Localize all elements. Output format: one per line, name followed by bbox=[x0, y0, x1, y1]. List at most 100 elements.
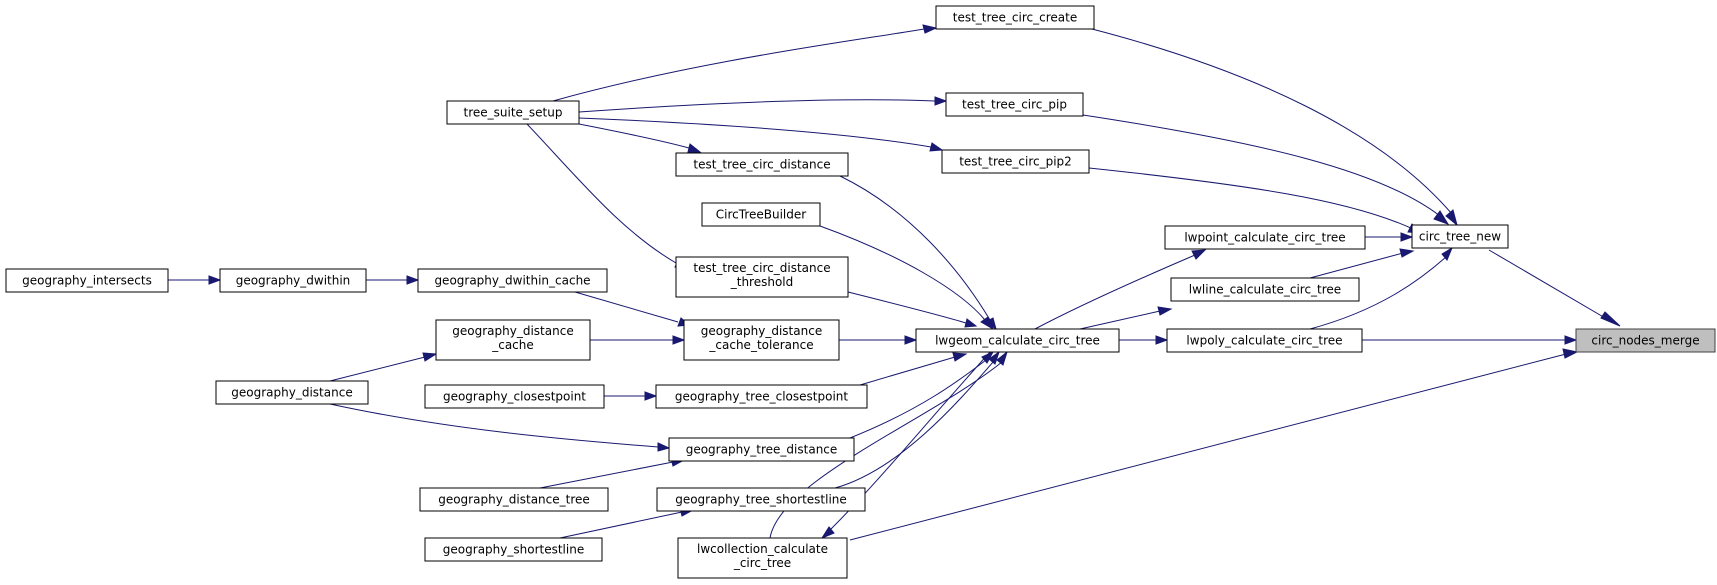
arrowhead-icon bbox=[1399, 248, 1415, 258]
node-geography-tree-shortestline[interactable]: geography_tree_shortestline bbox=[656, 487, 866, 512]
node-label: geography_closestpoint bbox=[443, 390, 586, 404]
node-lwpoly-calculate-circ-tree[interactable]: lwpoly_calculate_circ_tree bbox=[1166, 328, 1363, 353]
edge-geography_tree_distance-to-lwgeom_calculate_circ_tree bbox=[849, 350, 995, 439]
node-geography-intersects[interactable]: geography_intersects bbox=[5, 268, 169, 293]
edge-lwcollection_calculate_circ_tree-to-circ_nodes_merge bbox=[849, 348, 1579, 541]
edge-geography_distance-to-geography_distance_cache bbox=[329, 352, 438, 382]
node-box bbox=[655, 384, 868, 409]
node-geography-tree-closestpoint[interactable]: geography_tree_closestpoint bbox=[655, 384, 868, 409]
edge-geography_distance-to-geography_tree_distance bbox=[329, 403, 671, 452]
node-box bbox=[915, 328, 1120, 353]
edge-tree_suite_setup-to-test_tree_circ_distance_threshold bbox=[526, 123, 690, 271]
arrowhead-icon bbox=[1445, 209, 1458, 227]
edge-line bbox=[859, 356, 956, 386]
edge-line bbox=[552, 28, 925, 102]
edge-lwgeom_calculate_circ_tree-to-lwpoly_calculate_circ_tree bbox=[1119, 335, 1169, 345]
edge-line bbox=[526, 123, 677, 264]
edge-line bbox=[329, 356, 426, 382]
node-test-tree-circ-create[interactable]: test_tree_circ_create bbox=[935, 5, 1095, 30]
node-label: geography_intersects bbox=[22, 274, 152, 288]
node-geography-closestpoint[interactable]: geography_closestpoint bbox=[424, 384, 605, 409]
node-geography-shortestline[interactable]: geography_shortestline bbox=[424, 537, 603, 562]
node-box bbox=[935, 5, 1095, 30]
node-test-tree-circ-pip[interactable]: test_tree_circ_pip bbox=[945, 92, 1084, 117]
node-label: geography_tree_shortestline bbox=[675, 493, 847, 507]
node-test-tree-circ-distance-threshold[interactable]: test_tree_circ_distance_threshold bbox=[675, 256, 849, 298]
node-box bbox=[701, 202, 821, 227]
node-label: test_tree_circ_distance bbox=[693, 261, 830, 275]
node-box bbox=[1170, 277, 1360, 302]
arrowhead-icon bbox=[922, 24, 938, 34]
edge-circ_tree_new-to-circ_nodes_merge bbox=[1488, 249, 1621, 327]
node-tree-suite-setup[interactable]: tree_suite_setup bbox=[446, 100, 580, 125]
arrowhead-icon bbox=[980, 316, 995, 331]
edge-geography_intersects-to-geography_dwithin bbox=[168, 275, 222, 285]
node-box bbox=[675, 152, 849, 177]
edges bbox=[168, 24, 1621, 541]
node-box bbox=[417, 268, 608, 293]
node-lwline-calculate-circ-tree[interactable]: lwline_calculate_circ_tree bbox=[1170, 277, 1360, 302]
node-geography-distance-tree[interactable]: geography_distance_tree bbox=[419, 487, 609, 512]
arrowhead-icon bbox=[929, 142, 944, 152]
arrowhead-icon bbox=[208, 275, 222, 285]
edge-line bbox=[1082, 114, 1441, 217]
node-box bbox=[446, 100, 580, 125]
edge-line bbox=[849, 359, 987, 439]
node-geography-dwithin-cache[interactable]: geography_dwithin_cache bbox=[417, 268, 608, 293]
node-geography-dwithin[interactable]: geography_dwithin bbox=[219, 268, 367, 293]
edge-geography_shortestline-to-geography_tree_shortestline bbox=[559, 507, 695, 539]
arrowhead-icon bbox=[657, 442, 671, 452]
edge-line bbox=[329, 403, 659, 448]
node-box bbox=[424, 384, 605, 409]
node-label: _cache_tolerance bbox=[708, 338, 813, 352]
node-label: geography_shortestline bbox=[443, 543, 584, 557]
edge-line bbox=[819, 225, 986, 321]
edge-tree_suite_setup-to-test_tree_circ_distance bbox=[578, 123, 702, 153]
node-box bbox=[424, 537, 603, 562]
node-label: geography_distance_tree bbox=[438, 493, 590, 507]
node-geography-distance[interactable]: geography_distance bbox=[215, 380, 369, 405]
edge-geography_distance_cache-to-geography_distance_cache_tolerance bbox=[590, 335, 686, 345]
node-lwcollection-calculate-circ-tree[interactable]: lwcollection_calculate_circ_tree bbox=[677, 537, 848, 579]
node-test-tree-circ-pip2[interactable]: test_tree_circ_pip2 bbox=[941, 149, 1090, 174]
node-geography-distance-cache[interactable]: geography_distance_cache bbox=[435, 319, 591, 361]
node-label: _threshold bbox=[730, 275, 794, 289]
arrowhead-icon bbox=[952, 352, 968, 362]
node-CircTreeBuilder[interactable]: CircTreeBuilder bbox=[701, 202, 821, 227]
node-box bbox=[1411, 224, 1509, 249]
node-label: _circ_tree bbox=[733, 556, 791, 570]
edge-line bbox=[539, 461, 674, 489]
arrowhead-icon bbox=[1157, 306, 1173, 316]
edge-line bbox=[1309, 252, 1404, 279]
node-box bbox=[5, 268, 169, 293]
node-box bbox=[1164, 225, 1366, 250]
arrowhead-icon bbox=[422, 352, 438, 362]
edge-line bbox=[849, 353, 1567, 541]
node-geography-tree-distance[interactable]: geography_tree_distance bbox=[668, 437, 855, 462]
node-test-tree-circ-distance[interactable]: test_tree_circ_distance bbox=[675, 152, 849, 177]
node-label: geography_tree_distance bbox=[686, 443, 838, 457]
arrowhead-icon bbox=[988, 350, 1000, 365]
node-geography-distance-cache-tolerance[interactable]: geography_distance_cache_tolerance bbox=[683, 319, 840, 361]
node-box bbox=[677, 537, 848, 579]
edge-test_tree_circ_create-to-circ_tree_new bbox=[1091, 28, 1458, 227]
node-circ-tree-new[interactable]: circ_tree_new bbox=[1411, 224, 1509, 249]
node-label: tree_suite_setup bbox=[464, 106, 563, 120]
edge-line bbox=[578, 117, 932, 148]
edge-line bbox=[769, 361, 1003, 539]
node-box bbox=[941, 149, 1090, 174]
node-lwgeom-calculate-circ-tree[interactable]: lwgeom_calculate_circ_tree bbox=[915, 328, 1120, 353]
arrowhead-icon bbox=[1155, 335, 1169, 345]
node-box bbox=[675, 256, 849, 298]
edge-lwline_calculate_circ_tree-to-circ_tree_new bbox=[1309, 248, 1415, 279]
node-box bbox=[945, 92, 1084, 117]
arrowhead-icon bbox=[996, 350, 1008, 366]
node-circ-nodes-merge[interactable]: circ_nodes_merge bbox=[1575, 328, 1716, 353]
edge-geography_tree_shortestline-to-lwgeom_calculate_circ_tree bbox=[834, 350, 1000, 489]
edge-lwpoly_calculate_circ_tree-to-circ_tree_new bbox=[1309, 246, 1454, 330]
node-label: test_tree_circ_distance bbox=[693, 158, 830, 172]
edge-line bbox=[834, 361, 994, 489]
node-label: lwgeom_calculate_circ_tree bbox=[935, 334, 1100, 348]
node-lwpoint-calculate-circ-tree[interactable]: lwpoint_calculate_circ_tree bbox=[1164, 225, 1366, 250]
node-label: lwcollection_calculate bbox=[697, 542, 828, 556]
